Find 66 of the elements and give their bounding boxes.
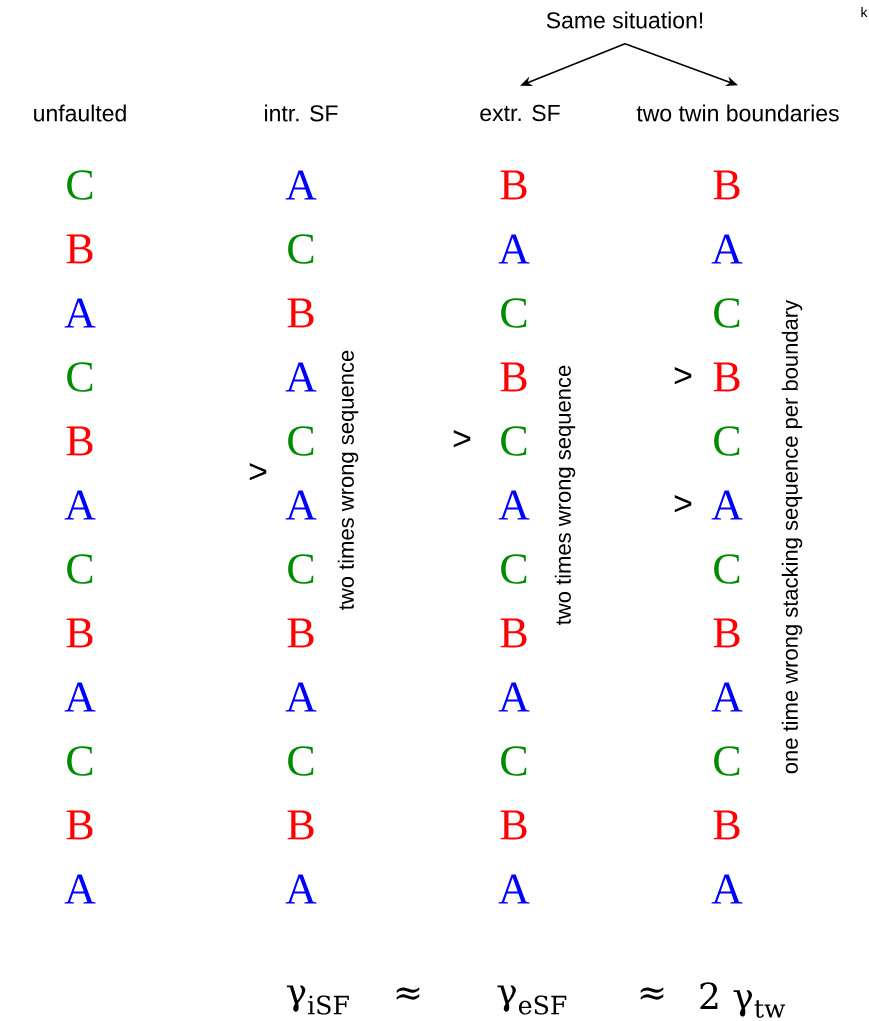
stacking-letter: C — [714, 298, 740, 328]
energy-relation: γ$_{iSF}$ — [286, 985, 349, 1015]
stacking-letter: A — [498, 490, 530, 520]
stacking-letter: A — [64, 874, 96, 904]
column-heading: unfaulted — [34, 104, 126, 122]
vertical-note: one time wrong stacking sequence per boundary — [781, 299, 803, 774]
stacking-letter: B — [66, 618, 93, 648]
energy-relation: ≈ — [640, 987, 664, 1000]
stacking-letter: C — [67, 746, 93, 776]
stacking-letter: B — [287, 298, 314, 328]
stacking-letter: C — [501, 298, 527, 328]
boundary-marker: > — [674, 495, 692, 513]
stacking-letter: B — [500, 810, 527, 840]
energy-relation: γ$_{eSF}$ — [497, 985, 567, 1015]
stacking-letter: C — [714, 554, 740, 584]
column-heading: two twin boundaries — [636, 104, 839, 122]
stacking-letter: A — [285, 362, 317, 392]
callout-text: Same situation! — [546, 11, 703, 29]
stacking-letter: B — [287, 618, 314, 648]
vertical-note: two times wrong sequence — [337, 350, 359, 610]
stacking-letter: B — [500, 618, 527, 648]
stacking-letter: B — [66, 810, 93, 840]
stacking-letter: A — [498, 234, 530, 264]
stacking-letter: C — [67, 170, 93, 200]
energy-relation: ≈ — [396, 987, 420, 1000]
stacking-letter: C — [501, 426, 527, 456]
column-heading: intr. SF — [265, 104, 338, 122]
stacking-letter: A — [711, 490, 743, 520]
energy-relation: 2 γ$_{tw}$ — [700, 982, 786, 1018]
stacking-letter: C — [714, 746, 740, 776]
stacking-letter: C — [67, 362, 93, 392]
stacking-letter: B — [713, 810, 740, 840]
stacking-letter: B — [500, 362, 527, 392]
boundary-marker: > — [249, 463, 267, 481]
stacking-letter: C — [714, 426, 740, 456]
stacking-letter: A — [285, 682, 317, 712]
stacking-letter: A — [64, 490, 96, 520]
stacking-letter: C — [501, 554, 527, 584]
stacking-letter: B — [713, 170, 740, 200]
stacking-letter: A — [711, 682, 743, 712]
stacking-letter: A — [285, 874, 317, 904]
stacking-letter: C — [288, 554, 314, 584]
stray-letter: k — [861, 6, 868, 18]
stacking-letter: B — [713, 618, 740, 648]
stacking-letter: C — [67, 554, 93, 584]
stacking-letter: A — [64, 298, 96, 328]
stacking-letter: C — [288, 426, 314, 456]
stacking-letter: A — [64, 682, 96, 712]
stacking-letter: B — [66, 234, 93, 264]
boundary-marker: > — [674, 367, 692, 385]
stacking-letter: A — [711, 234, 743, 264]
stacking-letter: C — [501, 746, 527, 776]
stacking-letter: A — [498, 874, 530, 904]
stacking-letter: B — [66, 426, 93, 456]
stacking-letter: A — [498, 682, 530, 712]
vertical-note: two times wrong sequence — [554, 365, 576, 625]
stacking-letter: B — [287, 810, 314, 840]
stacking-letter: A — [285, 170, 317, 200]
stacking-letter: C — [288, 746, 314, 776]
column-heading: extr. SF — [480, 104, 560, 122]
stacking-letter: B — [713, 362, 740, 392]
stacking-letter: B — [500, 170, 527, 200]
stacking-letter: A — [711, 874, 743, 904]
stacking-letter: A — [285, 490, 317, 520]
stacking-letter: C — [288, 234, 314, 264]
boundary-marker: > — [453, 430, 471, 448]
